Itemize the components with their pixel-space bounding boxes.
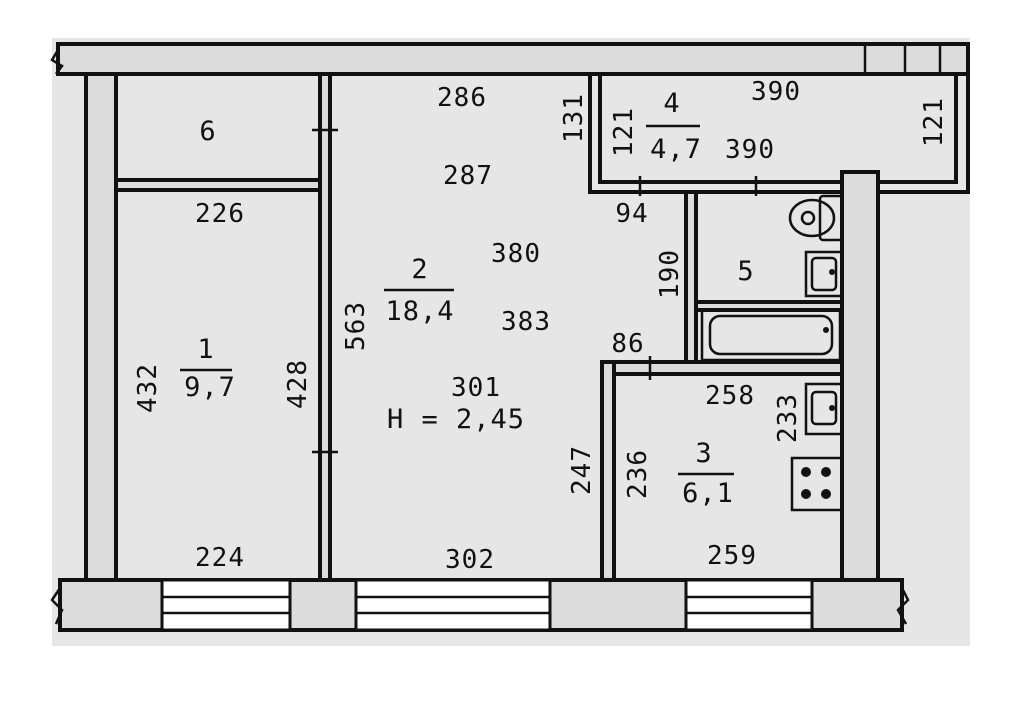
left-exterior-wall (84, 72, 118, 582)
dimension-label: 190 (655, 249, 685, 299)
dimension-label: 428 (283, 359, 313, 409)
partition-wall (840, 170, 880, 582)
room-1-area: 9,7 (184, 372, 236, 403)
dimension-label: 258 (705, 381, 755, 411)
dimension-label: 224 (195, 543, 245, 573)
room-3-number: 3 (695, 438, 712, 469)
paper-background (52, 38, 970, 646)
window-room-3 (684, 578, 814, 632)
window-room-2 (354, 578, 552, 632)
dimension-label: 94 (615, 199, 648, 229)
dimension-label: 390 (725, 135, 775, 165)
room-5-number: 5 (737, 256, 754, 287)
bathroom-sink-icon (804, 250, 844, 298)
dimension-label: 236 (623, 449, 653, 499)
room-1-number: 1 (197, 334, 214, 365)
dimension-label: 86 (611, 329, 644, 359)
ceiling-height: H = 2,45 (387, 404, 525, 435)
dimension-label: 383 (501, 307, 551, 337)
stove-icon (790, 456, 844, 512)
break-mark (50, 587, 64, 625)
dimension-label: 226 (195, 199, 245, 229)
dimension-label: 247 (567, 445, 597, 495)
room-3-area: 6,1 (682, 478, 734, 509)
break-mark (896, 587, 910, 625)
room-4-number: 4 (663, 88, 680, 119)
partition-wall (318, 72, 332, 582)
break-mark (50, 49, 64, 75)
kitchen-sink-icon (804, 382, 844, 436)
dimension-label: 390 (751, 77, 801, 107)
dimension-label: 286 (437, 83, 487, 113)
top-exterior-wall (56, 42, 970, 76)
partition-wall (600, 360, 844, 376)
partition-wall (684, 190, 698, 364)
room-6-number: 6 (199, 116, 216, 147)
room-4-inner-outline (598, 72, 958, 184)
dimension-label: 287 (443, 161, 493, 191)
dimension-label: 233 (773, 393, 803, 443)
dimension-label: 302 (445, 545, 495, 575)
dimension-label: 301 (451, 373, 501, 403)
toilet-icon (788, 194, 844, 242)
dimension-label: 380 (491, 239, 541, 269)
dimension-label: 432 (133, 363, 163, 413)
window-room-1 (160, 578, 292, 632)
partition-wall (114, 178, 322, 192)
dimension-label: 259 (707, 541, 757, 571)
room-4-area: 4,7 (650, 134, 702, 165)
dimension-label: 121 (919, 97, 949, 147)
bathtub-icon (700, 308, 842, 362)
room-2-number: 2 (411, 254, 428, 285)
room-2-area: 18,4 (385, 296, 454, 327)
dimension-label: 131 (559, 93, 589, 143)
dimension-label: 121 (609, 107, 639, 157)
dimension-label: 563 (341, 301, 371, 351)
partition-wall (600, 360, 616, 582)
